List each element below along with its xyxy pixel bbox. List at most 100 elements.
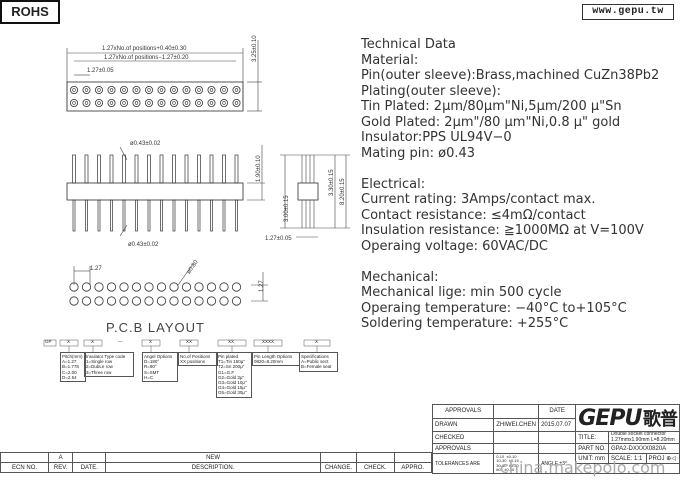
top-hole-inner [147,101,151,105]
tech-line: Contact resistance: ≤4mΩ/contact [361,207,586,223]
rohs-label: ROHS [0,0,60,24]
top-hole-inner [184,88,189,92]
pcb-hole [94,282,104,292]
tolerances-label: TOLERANCES ARE [431,453,495,474]
pcb-hole [231,282,242,292]
option-positions: No.of Positions XX positions [178,352,218,367]
lower-pin [72,199,76,232]
title-value: Double socket connector 1.27mmx1.90mm L=… [607,431,680,444]
drawn-date: 2015.07.07 [538,417,577,432]
upper-pin [84,154,89,184]
top-hole-inner [122,88,126,92]
top-hole-inner [109,101,114,105]
top-hole-outer [194,86,203,95]
dim-pitch-side: 1.27±0.05 [265,236,292,242]
pcb-hole [206,296,217,306]
top-hole-inner [234,101,239,105]
pcb-hole [169,282,179,292]
top-hole-inner [184,101,189,105]
top-hole-outer [182,86,191,95]
top-hole-outer [82,86,91,95]
brand-logo: GEPU [578,406,642,431]
option-special: Specifications A=Public sect B=Female se… [299,352,338,372]
top-hole-inner [134,88,139,92]
top-hole-outer [232,86,241,95]
pcb-hole [81,296,92,306]
top-hole-inner [97,101,101,105]
lower-pin [110,199,113,232]
technical-data: Technical Data Material: Pin(outer sleev… [361,37,659,332]
title-block: APPROVALS DATE GEPU 歌普 DRAWN ZHIWEI.CHEN… [431,404,680,474]
header-description: DESCRIPTION. [105,462,321,473]
option-angle: Angel Options D=180° R=90° S=SMT H=C [142,352,178,383]
pcb-hole [219,282,229,292]
tech-line [361,161,659,177]
tech-line: Mating pin: ø0.43 [361,145,476,161]
top-hole-outer [82,99,91,108]
tech-line: Gold Plated: 2μm"/80 μm"Ni,0.8 μ" gold [361,114,621,130]
tech-line [361,254,659,270]
top-hole-inner [84,101,89,105]
drawn-by [493,404,540,419]
top-hole-outer [95,86,104,95]
revision-value: A [48,452,74,463]
front-view-insulator [66,182,244,201]
lower-pin [210,199,213,232]
top-hole-inner [209,101,214,105]
top-hole-outer [207,99,216,108]
top-hole-outer [169,99,178,108]
tech-line: Mechanical lige: min 500 cycle [361,285,562,300]
top-hole-inner [197,88,201,92]
pcb-hole [206,282,217,292]
checked-label: CHECKED [431,431,495,444]
top-hole-outer [120,86,129,95]
dim-pcb-pitch-x: 1.27 [90,266,102,272]
tech-line: Insulation resistance: ≧1000MΩ at V=100V [361,223,644,238]
top-hole-outer [95,99,104,108]
top-hole-inner [72,88,76,92]
upper-pin [184,154,189,184]
brand-cell: GEPU 歌普 [575,404,680,432]
date-header: DATE [538,404,577,419]
top-hole-inner [209,88,214,92]
top-hole-outer [107,86,116,95]
top-hole-inner [197,101,201,105]
top-hole-outer [120,99,129,108]
lower-pin [185,199,188,232]
upper-pin [159,154,164,184]
top-hole-outer [207,86,216,95]
pcb-hole [81,282,92,292]
top-hole-outer [70,86,79,95]
top-hole-inner [97,88,101,92]
code-x3: X [149,339,153,344]
upper-pin [109,154,114,184]
dim-pin-dia-top: ø0.43±0.02 [130,141,161,147]
tech-line: Insulator:PPS UL94V−0 [361,130,512,145]
pcb-hole [94,296,104,306]
dim-height-top: 3.25±0.10 [252,35,258,62]
dim-overall-length: 1.27xNo.of positions+0.40±0.30 [102,46,187,52]
tech-line: Technical Data [361,37,456,52]
tech-line: Plating(outer sleeve): [361,83,501,99]
pcb-hole [119,296,129,306]
tech-line: Mechanical: [361,269,439,285]
top-hole-inner [109,88,114,92]
watermark: china.makepolo.com [500,458,666,477]
tech-line: Pin(outer sleeve):Brass,machined CuZn38P… [361,68,660,83]
top-view-holes [70,86,241,108]
lower-pin [147,199,151,232]
pcb-hole [144,296,154,306]
dim-upper-pin: 3.30±0.15 [329,169,335,196]
tech-line: Current rating: 3Amps/contact max. [361,192,596,207]
top-hole-inner [234,88,239,92]
pcb-hole [106,282,117,292]
header-rev: REV. [48,462,74,473]
header-date: DATE. [72,462,107,473]
lower-pin [135,199,138,232]
top-hole-outer [70,99,79,108]
top-hole-outer [144,86,153,95]
dim-inner-length: 1.27xNo.of positions−1.27±0.20 [104,55,189,61]
pcb-layout-label: P.C.B LAYOUT [106,320,205,335]
pcb-hole [194,282,204,292]
top-hole-inner [122,101,126,105]
